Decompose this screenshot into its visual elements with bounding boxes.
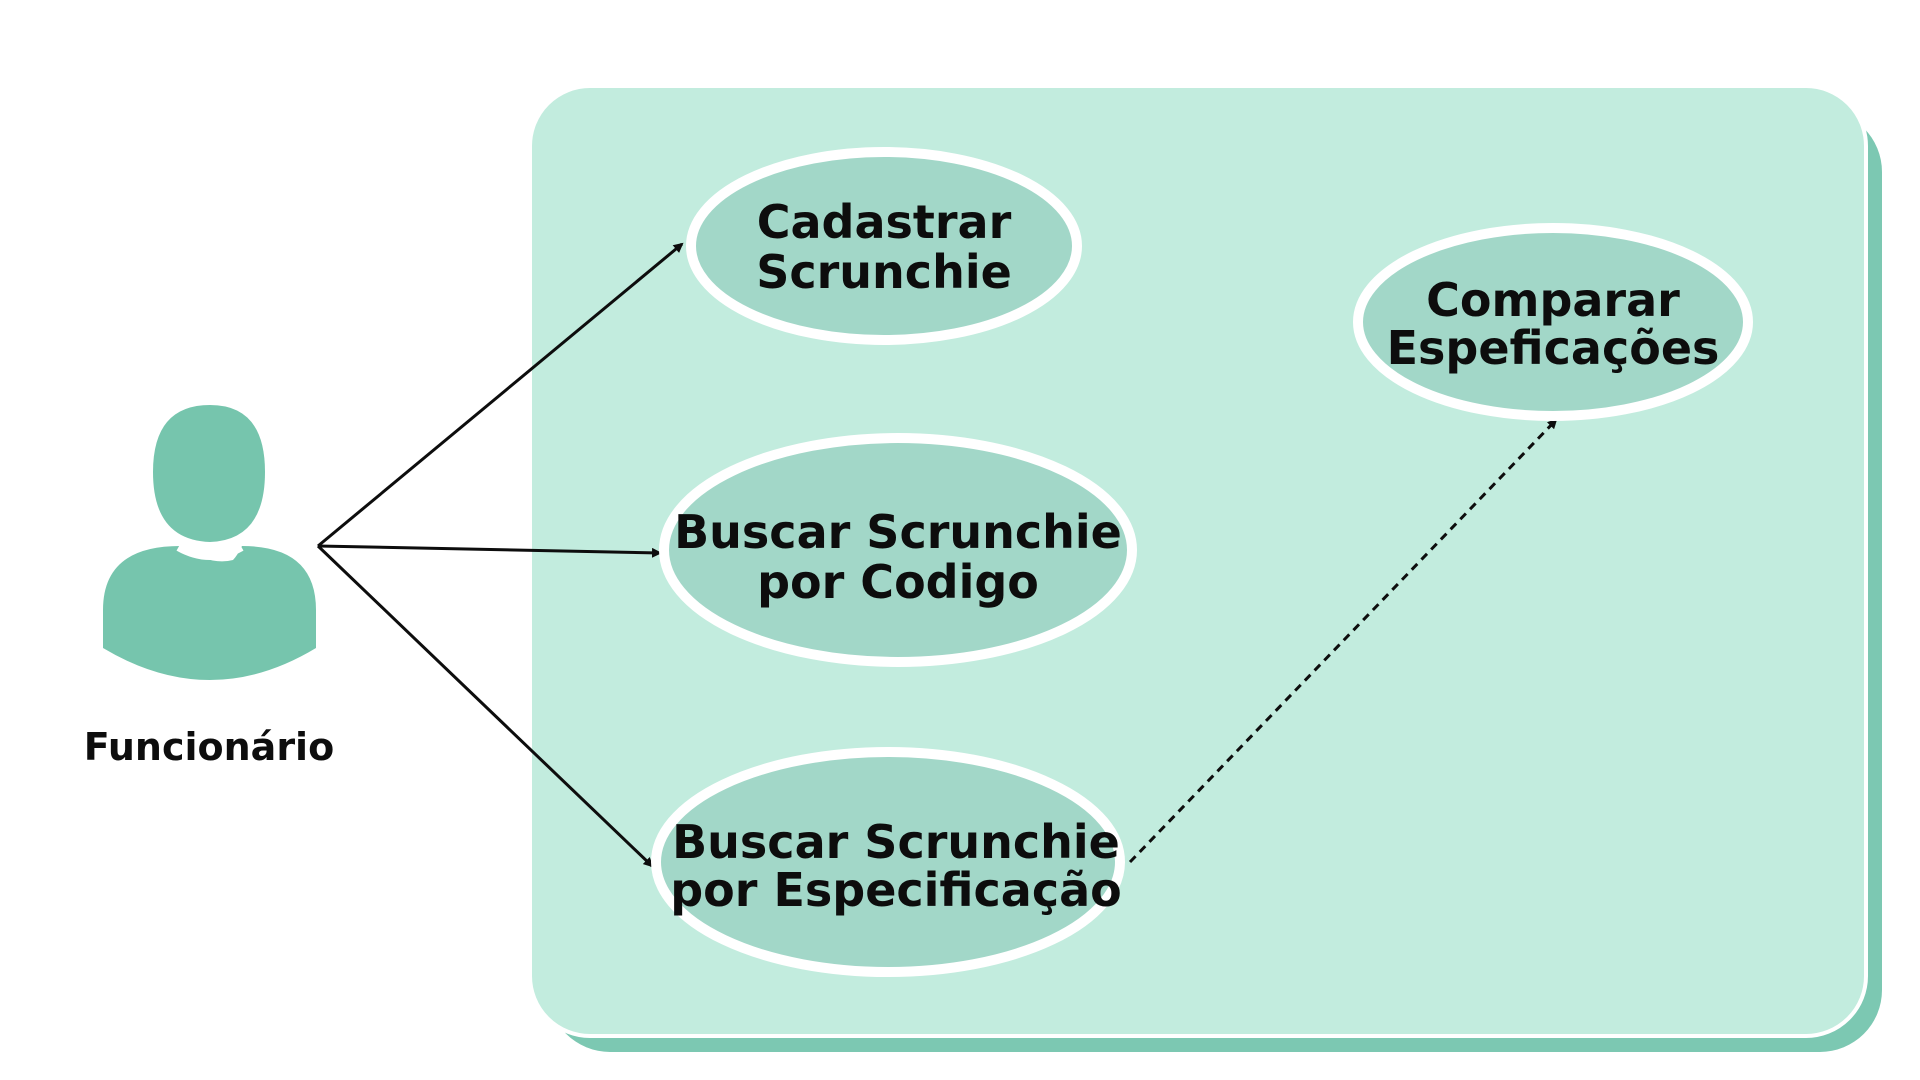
person-collar xyxy=(176,545,244,560)
association-buscar-especificacao xyxy=(316,544,654,868)
usecase-buscar-codigo-line2: por Codigo xyxy=(757,555,1039,609)
actor-funcionario[interactable]: Funcionário xyxy=(84,405,334,769)
usecase-buscar-especificacao-ellipse xyxy=(651,747,1125,977)
usecase-buscar-por-especificacao[interactable]: Buscar Scrunchie por Especificação xyxy=(651,747,1125,977)
person-icon xyxy=(103,405,316,680)
usecase-buscar-por-codigo[interactable]: Buscar Scrunchie por Codigo xyxy=(659,433,1137,667)
usecase-buscar-codigo-ellipse xyxy=(659,433,1137,667)
association-cadastrar xyxy=(317,242,684,548)
association-buscar-codigo xyxy=(317,544,662,558)
usecase-buscar-especificacao-line2: por Especificação xyxy=(670,863,1122,917)
usecase-buscar-codigo-line1: Buscar Scrunchie xyxy=(674,505,1122,559)
usecase-buscar-especificacao-line1: Buscar Scrunchie xyxy=(672,815,1120,869)
usecase-comparar-line2: Espeficações xyxy=(1387,321,1720,375)
usecase-comparar-espeficacoes[interactable]: Comparar Espeficações xyxy=(1353,223,1753,421)
actor-label: Funcionário xyxy=(84,725,334,769)
associations xyxy=(316,242,1558,868)
usecase-cadastrar-line1: Cadastrar xyxy=(757,195,1012,249)
usecase-comparar-line1: Comparar xyxy=(1426,273,1680,327)
usecase-comparar-ellipse xyxy=(1353,223,1753,421)
usecase-cadastrar-ellipse xyxy=(686,147,1082,345)
person-body xyxy=(103,546,316,680)
usecase-cadastrar-line2: Scrunchie xyxy=(756,245,1012,299)
usecase-cadastrar-scrunchie[interactable]: Cadastrar Scrunchie xyxy=(686,147,1082,345)
person-head xyxy=(153,405,265,542)
dependency-comparar xyxy=(1128,418,1558,864)
